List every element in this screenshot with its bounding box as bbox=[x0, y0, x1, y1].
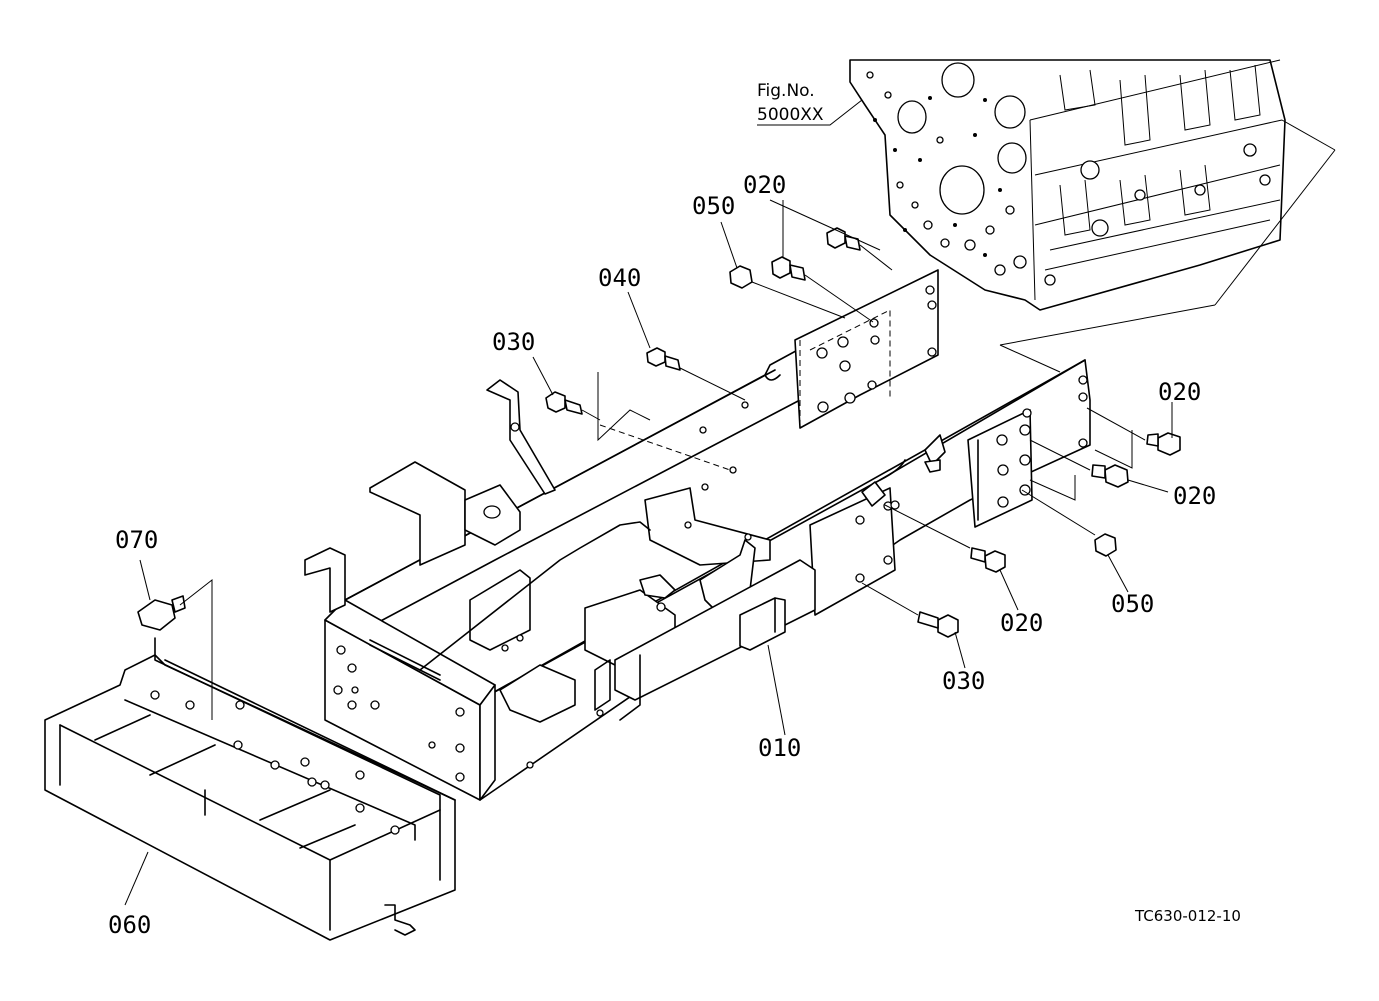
callout-020-right-b: 020 bbox=[1173, 482, 1216, 510]
figure-ref-line1: Fig.No. bbox=[757, 81, 815, 101]
fastener-050-top bbox=[729, 265, 846, 319]
fastener-020-right-b bbox=[1029, 439, 1129, 501]
figure-reference: Fig.No. 5000XX bbox=[757, 81, 863, 126]
drawing-code: TC630-012-10 bbox=[1134, 907, 1241, 925]
part-060-step bbox=[44, 637, 456, 941]
callout-020-top: 020 bbox=[743, 171, 786, 199]
fastener-020-right-a bbox=[1086, 407, 1181, 469]
engine-block bbox=[849, 59, 1336, 373]
fastener-070 bbox=[137, 578, 213, 720]
callout-040: 040 bbox=[598, 264, 641, 292]
callout-030-left: 030 bbox=[492, 328, 535, 356]
fastener-020-right-c bbox=[884, 504, 1006, 573]
fastener-050-right bbox=[1021, 489, 1117, 557]
callout-020-right-a: 020 bbox=[1158, 378, 1201, 406]
fastener-030-right bbox=[861, 582, 959, 638]
callouts: 020 050 040 030 070 060 010 020 020 050 … bbox=[108, 171, 1216, 939]
fastener-020-top-a bbox=[771, 256, 874, 323]
main-frame bbox=[304, 269, 1091, 801]
fastener-020-top-b bbox=[769, 199, 893, 271]
callout-020-right-c: 020 bbox=[1000, 609, 1043, 637]
callout-050-top: 050 bbox=[692, 192, 735, 220]
fastener-040 bbox=[646, 347, 746, 401]
leader-lines bbox=[124, 200, 1173, 906]
callout-060: 060 bbox=[108, 911, 151, 939]
callout-050-right: 050 bbox=[1111, 590, 1154, 618]
fastener-030-left bbox=[545, 372, 731, 471]
callout-070: 070 bbox=[115, 526, 158, 554]
figure-ref-line2: 5000XX bbox=[757, 105, 824, 125]
part-010-pad bbox=[739, 597, 786, 651]
callout-030-right: 030 bbox=[942, 667, 985, 695]
callout-010: 010 bbox=[758, 734, 801, 762]
